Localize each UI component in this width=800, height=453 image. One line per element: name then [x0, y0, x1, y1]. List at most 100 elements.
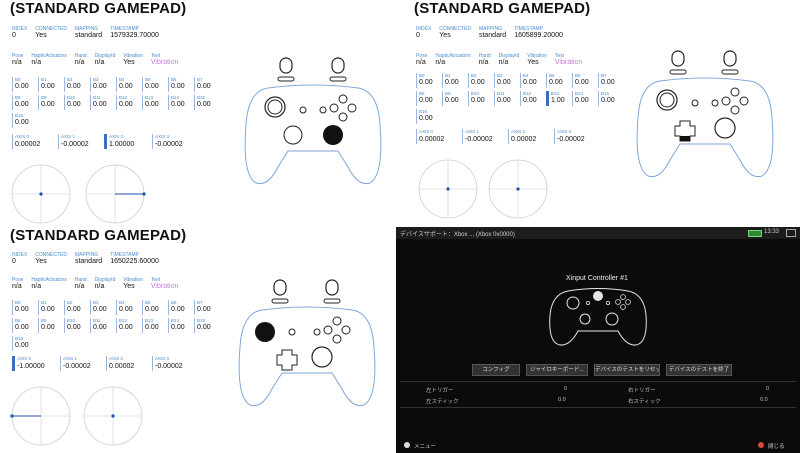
button-value: 0.00 — [15, 324, 29, 331]
button-key: B10 — [67, 318, 76, 323]
vibration-test-link[interactable]: Vibration — [150, 59, 179, 66]
menu-label[interactable]: メニュー — [414, 444, 437, 450]
button-value: 0.00 — [15, 101, 29, 108]
button-key: B0 — [15, 300, 21, 305]
button-key: B5 — [145, 77, 151, 82]
button-key: B13 — [145, 318, 154, 323]
info-key: Vibration — [123, 277, 143, 283]
button-key: B12 — [119, 318, 128, 323]
axis-value: -0.00002 — [155, 363, 183, 370]
info-key: Hand — [74, 277, 87, 283]
button-value: 0.00 — [145, 83, 159, 90]
button-key: B8 — [15, 318, 21, 323]
info-key: Pose — [12, 277, 24, 283]
button-key: B11 — [93, 318, 101, 323]
button-value: 0.00 — [171, 83, 185, 90]
close-label[interactable]: 閉じる — [768, 444, 785, 450]
stick-right-plot — [85, 164, 146, 224]
info-key: Test — [150, 53, 161, 59]
info-key: CONNECTED — [35, 26, 67, 32]
vibration-test-link[interactable]: Vibration — [554, 59, 583, 66]
info-key: CONNECTED — [439, 26, 471, 32]
left-stick-value: 0.0 — [558, 397, 566, 403]
axis-value-cell: AXIS 2 0.00002 — [106, 356, 144, 371]
end-test-button[interactable]: デバイスのテストを終了 — [666, 364, 732, 376]
button-key: B1 — [41, 300, 47, 305]
right-stick-value: 0.0 — [760, 397, 768, 403]
stick-left-plot — [10, 386, 71, 446]
button-value: 0.00 — [497, 97, 511, 104]
info-value: standard — [74, 258, 103, 265]
button-value: 0.00 — [119, 83, 133, 90]
button-key: B1 — [41, 77, 47, 82]
button-value: 0.00 — [171, 324, 185, 331]
left-stick-label: 左スティック — [426, 399, 459, 405]
button-key: B7 — [197, 77, 203, 82]
reset-test-button[interactable]: デバイスのテストをリセット — [594, 364, 660, 376]
button-value: 0.00 — [93, 83, 107, 90]
clock: 13:33 — [764, 229, 780, 235]
axis-key: AXIS 1 — [63, 356, 78, 361]
button-value: 0.00 — [445, 97, 459, 104]
gyro-keyboard-button[interactable]: ジャイロキーボード... — [526, 364, 588, 376]
axis-key: AXIS 3 — [557, 129, 572, 134]
button-value: 0.00 — [419, 115, 433, 122]
button-value: 0.00 — [601, 97, 615, 104]
button-key: B16 — [419, 109, 428, 114]
info-value: 0 — [416, 32, 420, 39]
axis-key: AXIS 0 — [15, 134, 30, 139]
config-button[interactable]: コンフィグ — [472, 364, 520, 376]
button-value: 0.00 — [171, 101, 185, 108]
button-key: B14 — [171, 95, 180, 100]
button-key: B10 — [67, 95, 76, 100]
axis-value: 0.00002 — [109, 363, 135, 370]
button-value: 0.00 — [497, 79, 511, 86]
info-key: DisplayId — [94, 277, 116, 283]
axis-value-cell: AXIS 3-0.00002 — [152, 134, 190, 149]
button-key: B2 — [471, 73, 477, 78]
info-value: n/a — [435, 59, 446, 66]
axis-value: -0.00002 — [465, 136, 493, 143]
info-value: 1605899.20000 — [514, 32, 563, 39]
info-value: n/a — [74, 283, 85, 290]
controller-diagram — [238, 279, 376, 407]
info-key: TIMESTAMP — [110, 26, 139, 32]
axis-key: AXIS 2 — [109, 356, 124, 361]
button-key: B2 — [67, 300, 73, 305]
vibration-test-link[interactable]: Vibration — [150, 283, 179, 290]
info-value: n/a — [31, 59, 42, 66]
button-value: 0.00 — [575, 79, 589, 86]
